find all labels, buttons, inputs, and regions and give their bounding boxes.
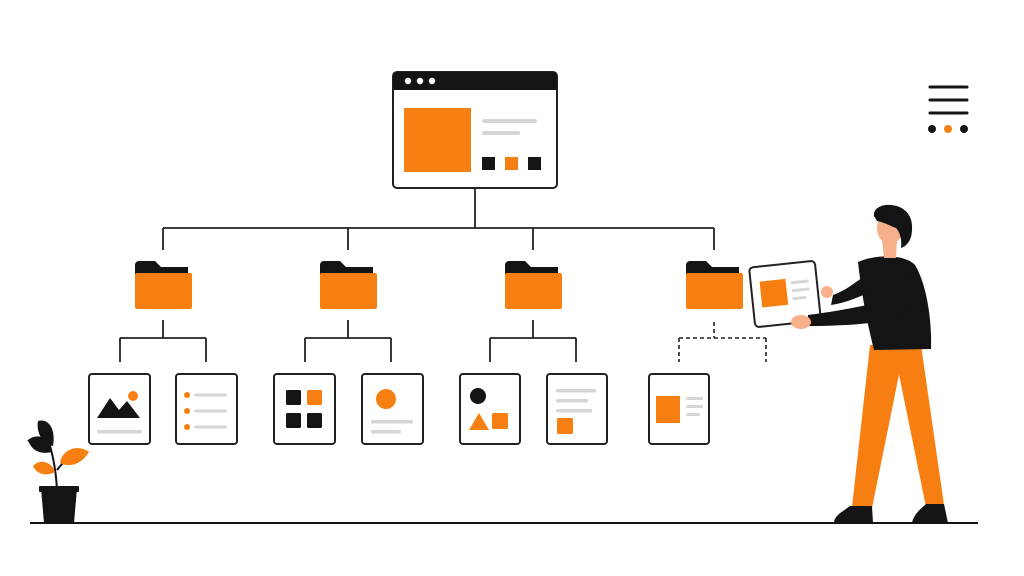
person-carrying-card-icon xyxy=(748,204,948,523)
hamburger-menu-icon xyxy=(928,85,969,115)
image-block-icon xyxy=(404,108,471,172)
image-file-icon xyxy=(88,373,151,445)
grid-file-icon xyxy=(273,373,336,445)
profile-file-icon xyxy=(361,373,424,445)
document-file-icon xyxy=(648,373,710,445)
text-lines-icon xyxy=(482,119,537,135)
folder-icon xyxy=(320,261,377,309)
pending-connectors xyxy=(678,322,767,362)
dots-indicator-icon xyxy=(928,125,968,133)
tree-connectors xyxy=(119,188,715,362)
folder-icon xyxy=(135,261,192,309)
shapes-file-icon xyxy=(459,373,521,445)
document-card-icon xyxy=(748,260,822,328)
list-file-icon xyxy=(175,373,238,445)
text-file-icon xyxy=(546,373,608,445)
folder-icon xyxy=(686,261,743,309)
thumbnail-row-icon xyxy=(482,157,541,170)
browser-window-icon xyxy=(392,71,558,189)
potted-plant-icon xyxy=(27,420,89,523)
folder-icon xyxy=(505,261,562,309)
